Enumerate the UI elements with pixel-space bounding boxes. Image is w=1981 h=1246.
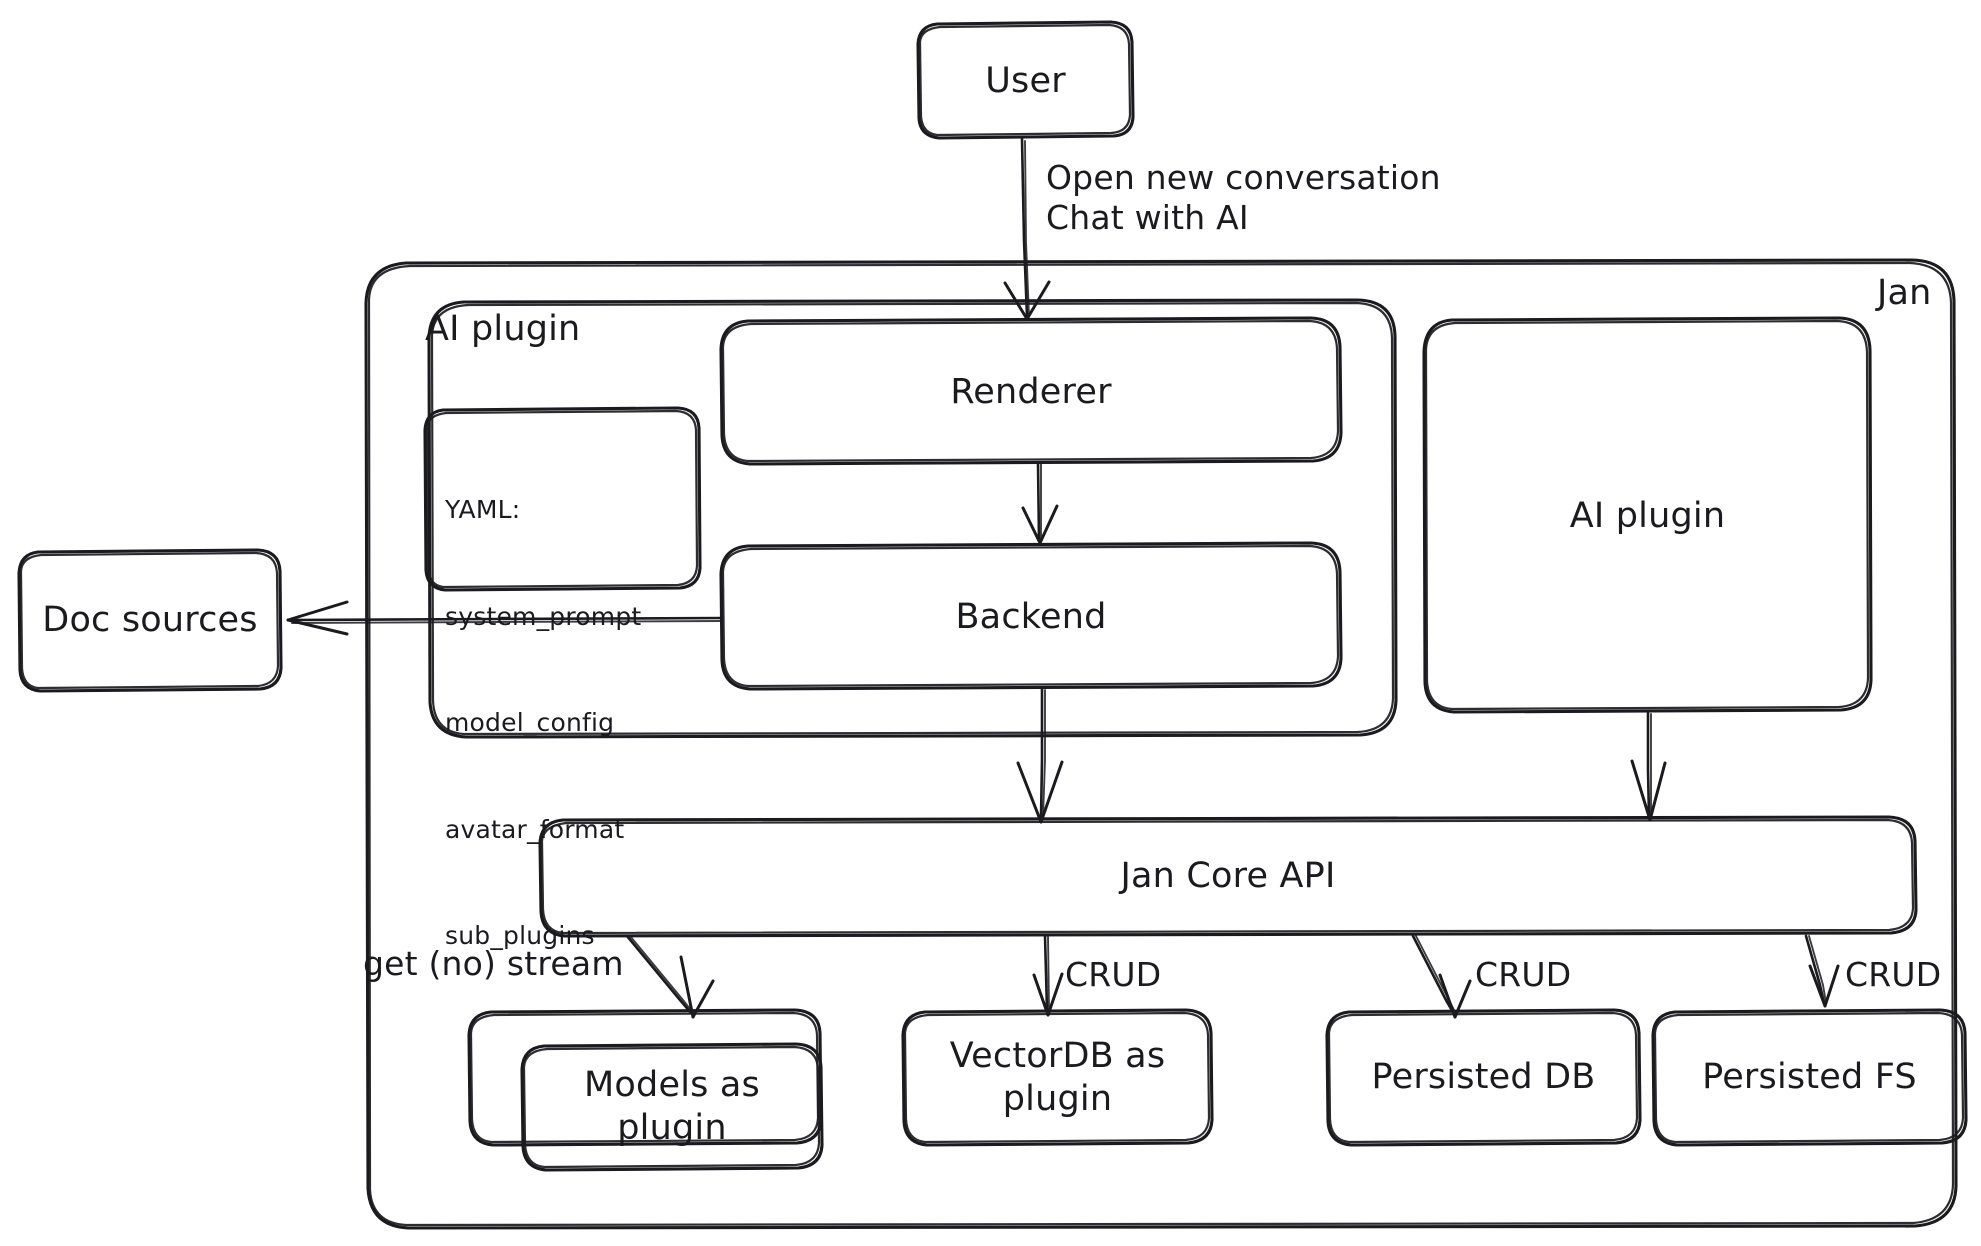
edge-renderer-to-backend — [1021, 461, 1059, 545]
jan-core-api-node-label: Jan Core API — [1120, 856, 1336, 897]
yaml-note-heading: YAML: — [445, 495, 521, 524]
persisted-db-node-label: Persisted DB — [1371, 1057, 1596, 1098]
vectordb-plugin-text: VectorDB as plugin — [949, 1035, 1166, 1119]
renderer-box-shape — [719, 316, 1343, 466]
ai-plugin-box-shape — [1422, 316, 1873, 714]
jan-container-label: Jan — [1877, 273, 1932, 313]
jan-container-shape — [364, 258, 1958, 1230]
edge-label-core-to-persisted-fs: CRUD — [1845, 955, 1942, 994]
edge-label-core-to-models: get (no) stream — [363, 944, 624, 983]
edge-label-core-to-vectordb: CRUD — [1065, 955, 1162, 994]
ai-plugin-group-label: AI plugin — [425, 309, 581, 349]
persisted-fs-node-label: Persisted FS — [1702, 1057, 1917, 1098]
ai-plugin-group-shape — [427, 298, 1398, 739]
yaml-note: YAML: system_prompt model_config avatar_… — [445, 421, 695, 1025]
edge-label-user-to-renderer: Open new conversation Chat with AI — [1046, 158, 1441, 238]
user-box-shape — [916, 20, 1135, 140]
jan-core-api-box-shape — [538, 815, 1918, 938]
vectordb-plugin-box-shape — [901, 1008, 1214, 1147]
user-node-label: User — [985, 60, 1066, 101]
persisted-db-box-shape — [1325, 1008, 1642, 1147]
yaml-note-item-0: system_prompt — [445, 601, 642, 631]
edge-backend-to-jan-core-api — [1016, 687, 1064, 824]
models-plugin-node-label: Models as plugin — [522, 1044, 822, 1170]
edge-user-to-renderer — [1003, 137, 1051, 321]
yaml-note-item-1: model_config — [445, 708, 615, 737]
edge-core-to-models — [625, 934, 715, 1019]
yaml-note-item-2: avatar_format — [445, 814, 625, 844]
yaml-note-item-3: sub_plugins — [445, 921, 595, 950]
edge-core-to-persisted-db — [1411, 934, 1472, 1019]
edge-ai-plugin-to-jan-core-api — [1630, 711, 1667, 822]
renderer-node-label: Renderer — [950, 372, 1112, 413]
vectordb-plugin-node-label: VectorDB as plugin — [903, 1010, 1212, 1145]
edge-core-to-vectordb — [1032, 934, 1064, 1017]
yaml-note-box-shape — [423, 406, 702, 592]
models-plugin-front-box-shape — [520, 1042, 824, 1172]
edge-label-core-to-persisted-db: CRUD — [1475, 955, 1572, 994]
doc-sources-box-shape — [17, 548, 283, 693]
persisted-fs-box-shape — [1651, 1008, 1968, 1147]
edge-backend-to-doc-sources — [286, 600, 724, 636]
backend-box-shape — [719, 541, 1343, 691]
doc-sources-node-label: Doc sources — [42, 600, 258, 641]
edge-core-to-persisted-fs — [1804, 934, 1840, 1008]
backend-node-label: Backend — [955, 597, 1107, 638]
ai-plugin-node-label: AI plugin — [1569, 495, 1726, 536]
models-plugin-text: Models as plugin — [584, 1065, 760, 1148]
models-plugin-back-box-shape — [467, 1008, 823, 1147]
